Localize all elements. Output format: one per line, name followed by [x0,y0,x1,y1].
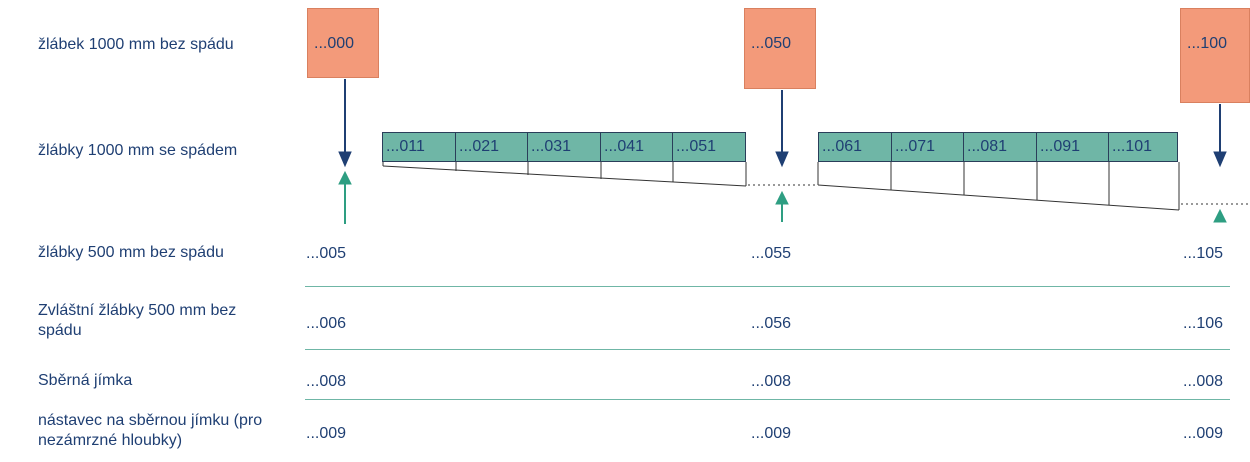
row-label-1000-no-slope: žlábek 1000 mm bez spádu [38,36,234,53]
divider-1 [305,286,1230,287]
code-006: ...006 [306,315,347,332]
code-009-b: ...009 [751,425,792,442]
arrow-up-100 [1213,208,1227,223]
cell-071: ...071 [891,132,964,162]
cell-011: ...011 [382,132,456,162]
code-005: ...005 [306,245,347,262]
divider-3 [305,399,1230,400]
box-050-label: ...050 [751,35,792,52]
row-label-500-no-slope: žlábky 500 mm bez spádu [38,244,224,261]
divider-2 [305,349,1230,350]
cell-101: ...101 [1108,132,1178,162]
code-008-b: ...008 [751,373,792,390]
arrow-up-000 [338,170,352,224]
code-105: ...105 [1183,245,1224,262]
code-106: ...106 [1183,315,1224,332]
row-label-collector-pit: Sběrná jímka [38,372,133,389]
arrow-down-050 [775,90,789,168]
box-000: ...000 [307,8,379,78]
arrow-up-050 [775,190,789,222]
code-008-c: ...008 [1183,373,1224,390]
code-056: ...056 [751,315,792,332]
box-100-label: ...100 [1187,35,1228,52]
box-050: ...050 [744,8,816,89]
box-000-label: ...000 [314,35,355,52]
row-label-1000-slope: žlábky 1000 mm se spádem [38,142,238,159]
row-label-special-500: Zvláštní žlábky 500 mm bez spádu [38,302,237,339]
cell-051: ...051 [672,132,746,162]
cell-041: ...041 [600,132,673,162]
cell-091: ...091 [1036,132,1109,162]
slope-profile-left [382,162,817,187]
code-009-c: ...009 [1183,425,1224,442]
code-009-a: ...009 [306,425,347,442]
slope-profile-right [817,162,1250,211]
code-008-a: ...008 [306,373,347,390]
arrow-down-100 [1213,104,1227,168]
row-label-pit-extension: nástavec na sběrnou jímku (pro nezámrzné… [38,412,263,449]
code-055: ...055 [751,245,792,262]
arrow-down-000 [338,79,352,168]
